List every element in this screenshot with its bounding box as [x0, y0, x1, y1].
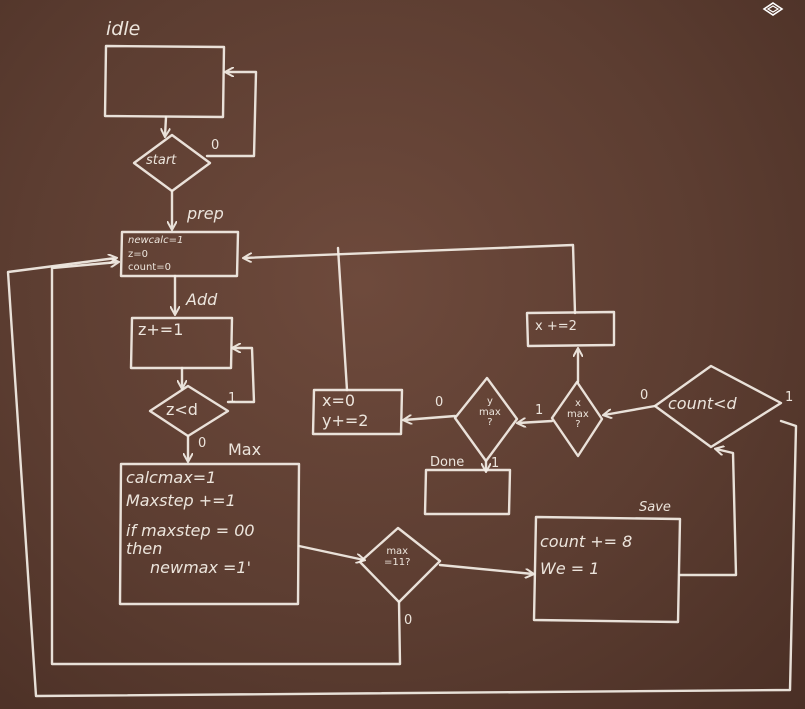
max-line-3: if maxstep = 00	[126, 521, 255, 540]
count-zero-edge-label: 0	[640, 388, 649, 403]
xreset-to-prep-line	[336, 246, 349, 392]
z-lt-d-label: z<d	[166, 400, 198, 419]
done-box	[423, 468, 512, 516]
x-reset-box	[311, 388, 404, 436]
y-max-text: y max ?	[479, 396, 501, 428]
x-one-edge-label: 1	[535, 403, 544, 418]
z-zero-edge-label: 0	[198, 436, 207, 451]
x-max-diamond	[550, 380, 604, 458]
count-lt-d-label: count<d	[668, 394, 737, 413]
save-state-label: Save	[639, 500, 671, 515]
zd-loop-back	[226, 348, 256, 404]
countd-zero-arrow	[604, 404, 657, 415]
ymax-to-xreset-arrow	[404, 416, 457, 420]
count-lt-d-diamond	[653, 364, 783, 449]
prep-line-2: z=0	[128, 249, 148, 260]
max-eq-text: max =11?	[384, 546, 411, 568]
max-line-4: then	[126, 539, 163, 558]
prep-line-1: newcalc=1	[128, 235, 184, 246]
save-line-2: We = 1	[540, 559, 600, 578]
start-decision-label: start	[146, 153, 177, 168]
prep-line-3: count=0	[128, 262, 171, 273]
idle-self-loop	[205, 72, 258, 158]
y-max-label: y max ?	[479, 396, 501, 429]
add-line-1: z+=1	[138, 320, 184, 339]
y-one-edge-label: 1	[491, 456, 500, 471]
max-line-1: calcmax=1	[126, 468, 217, 487]
max-box	[118, 462, 301, 606]
add-state-label: Add	[186, 290, 218, 309]
done-label: Done	[430, 455, 465, 470]
z-one-edge-label: 1	[228, 391, 237, 406]
max-state-label: Max	[228, 440, 262, 459]
x-reset-line-1: x=0	[322, 391, 356, 410]
y-zero-edge-label: 0	[435, 395, 444, 410]
idle-to-start-arrow	[165, 115, 166, 136]
max-line-2: Maxstep +=1	[126, 491, 236, 510]
xmax-to-ymax-arrow	[518, 421, 554, 423]
maxeq-to-save-arrow	[438, 563, 533, 574]
idle-box	[103, 44, 226, 119]
x-max-text: x max ?	[567, 398, 589, 430]
max-eq-label: max =11?	[384, 546, 411, 568]
diamond-icon	[762, 2, 784, 16]
start-zero-edge-label: 0	[211, 138, 220, 153]
max-line-5: newmax =1'	[150, 558, 251, 577]
x-reset-line-2: y+=2	[322, 411, 369, 430]
add-box	[129, 316, 234, 370]
save-to-countd-arrow	[678, 449, 738, 577]
max-zero-edge-label: 0	[404, 613, 413, 628]
save-line-1: count += 8	[540, 532, 633, 551]
prep-box	[119, 230, 240, 278]
x-inc-box	[525, 310, 616, 348]
max-to-maxeq-arrow	[297, 544, 364, 560]
x-inc-line-1: x +=2	[535, 319, 577, 334]
xinc-to-prep-loop	[244, 243, 577, 315]
prep-state-label: prep	[187, 204, 224, 223]
countd-one-loop	[6, 258, 798, 698]
save-box	[532, 515, 682, 624]
x-max-label: x max ?	[567, 398, 589, 431]
maxeq-zero-loop	[50, 262, 402, 666]
idle-state-label: idle	[106, 18, 141, 40]
count-one-edge-label: 1	[785, 390, 794, 405]
